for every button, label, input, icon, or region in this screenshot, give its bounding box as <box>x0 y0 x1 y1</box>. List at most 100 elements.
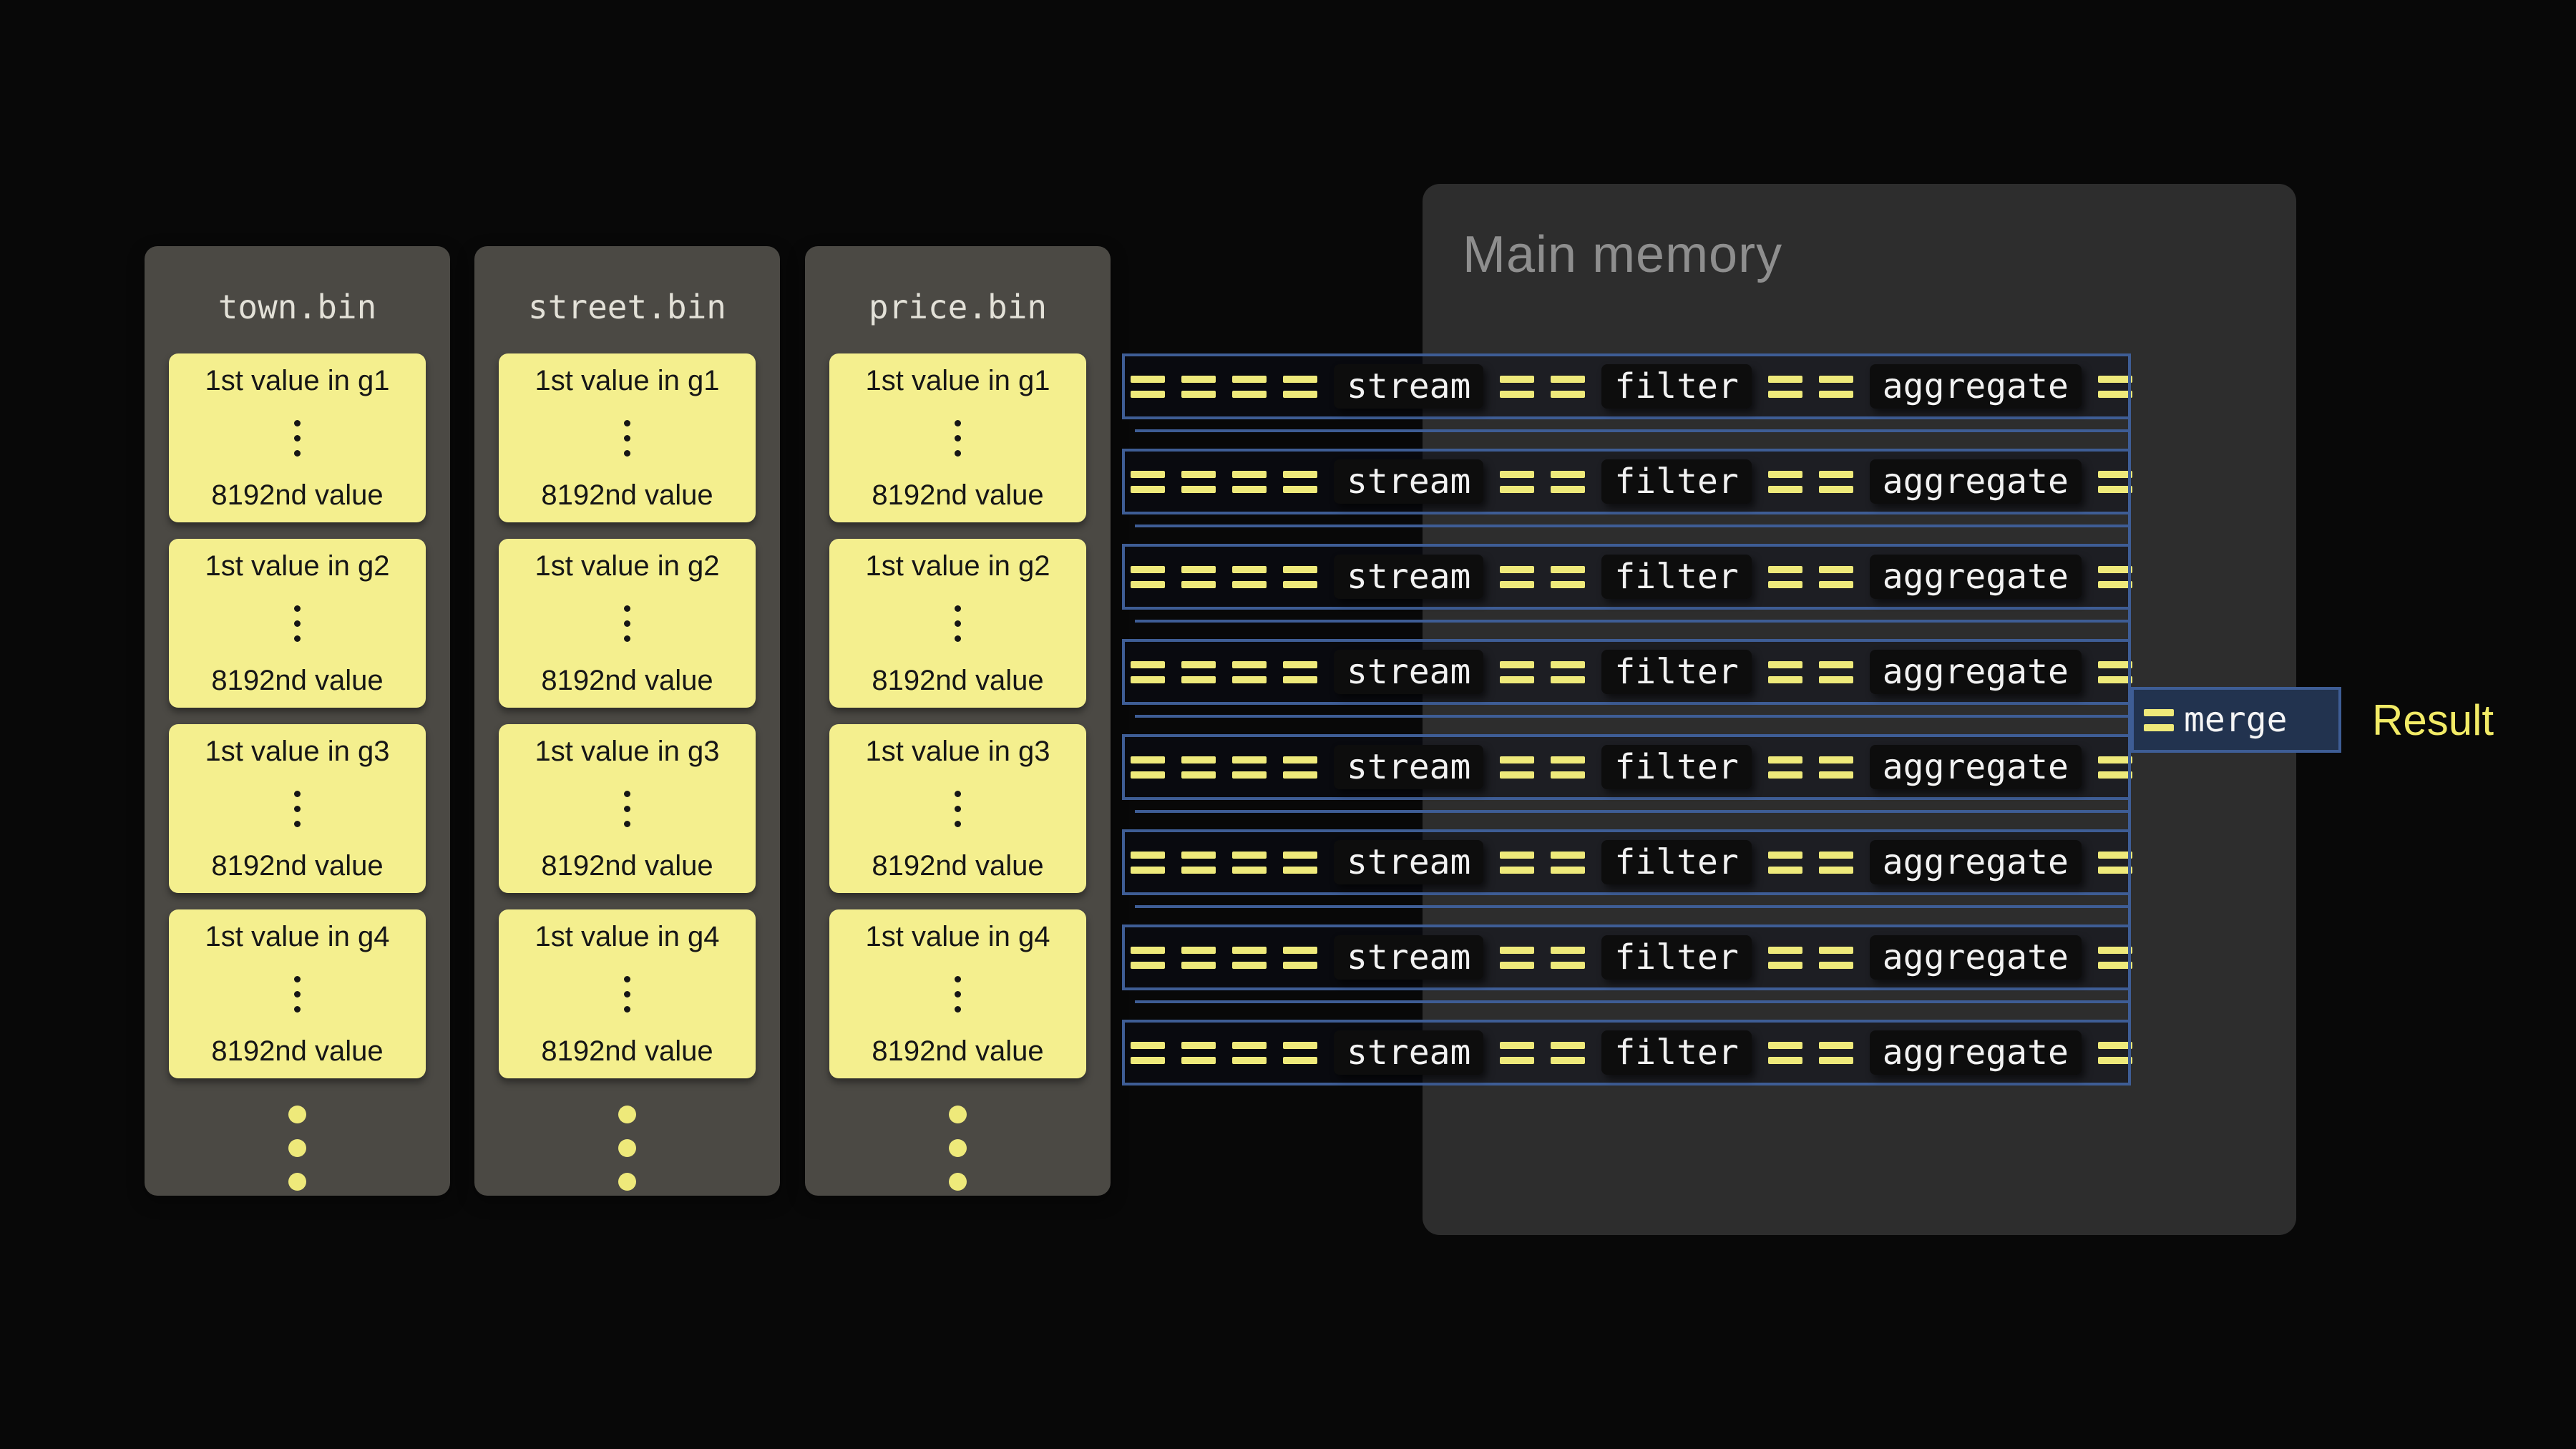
aggregate-stage: aggregate <box>1869 555 2082 599</box>
vertical-ellipsis-icon <box>294 790 301 827</box>
filter-stage: filter <box>1601 1030 1752 1075</box>
group-last-value: 8192nd value <box>541 479 713 511</box>
flow-dash-icon <box>1500 1041 1535 1064</box>
vertical-ellipsis-icon <box>955 975 961 1013</box>
group-last-value: 8192nd value <box>541 665 713 696</box>
group-last-value: 8192nd value <box>872 665 1044 696</box>
flow-dash-icon <box>1181 375 1216 398</box>
more-groups-ellipsis-icon <box>474 1106 780 1191</box>
flow-dash-icon <box>1767 565 1802 588</box>
stream-stage: stream <box>1334 840 1484 884</box>
aggregate-stage: aggregate <box>1869 745 2082 789</box>
file-column-street: street.bin 1st value in g1 8192nd value … <box>474 246 780 1196</box>
flow-dash-icon <box>1232 756 1267 779</box>
group-card-list: 1st value in g1 8192nd value 1st value i… <box>169 353 426 1078</box>
group-card-list: 1st value in g1 8192nd value 1st value i… <box>499 353 756 1078</box>
flow-dash-icon <box>2097 946 2132 969</box>
flow-dash-icon <box>1283 375 1317 398</box>
flow-dash-icon <box>1818 851 1853 874</box>
pipeline-row: stream filter aggregate <box>1122 734 2132 813</box>
group-last-value: 8192nd value <box>211 1035 384 1067</box>
group-last-value: 8192nd value <box>211 850 384 882</box>
flow-dash-icon <box>1181 851 1216 874</box>
aggregate-stage: aggregate <box>1869 364 2082 409</box>
stream-stage: stream <box>1334 364 1484 409</box>
flow-dash-icon <box>1818 375 1853 398</box>
file-column-town: town.bin 1st value in g1 8192nd value 1s… <box>145 246 450 1196</box>
pipeline-row: stream filter aggregate <box>1122 449 2132 527</box>
flow-dash-icon <box>1551 565 1586 588</box>
flow-dash-icon <box>1818 1041 1853 1064</box>
stream-stage: stream <box>1334 745 1484 789</box>
group-first-value: 1st value in g4 <box>865 921 1050 952</box>
flow-dash-icon <box>1181 565 1216 588</box>
flow-dash-icon <box>1551 375 1586 398</box>
flow-dash-icon <box>1500 851 1535 874</box>
value-group-card-g4: 1st value in g4 8192nd value <box>499 909 756 1078</box>
flow-dash-icon <box>1131 375 1165 398</box>
flow-dash-icon <box>1283 946 1317 969</box>
flow-dash-icon <box>1181 660 1216 683</box>
filter-stage: filter <box>1601 555 1752 599</box>
stream-stage: stream <box>1334 1030 1484 1075</box>
flow-dash-icon <box>1232 470 1267 493</box>
group-first-value: 1st value in g2 <box>205 550 390 582</box>
flow-dash-icon <box>1767 660 1802 683</box>
pipeline-row: stream filter aggregate <box>1122 353 2132 432</box>
flow-dash-icon <box>1181 756 1216 779</box>
flow-dash-icon <box>1551 946 1586 969</box>
flow-dash-icon <box>1500 946 1535 969</box>
flow-dash-icon <box>1283 756 1317 779</box>
value-group-card-g1: 1st value in g1 8192nd value <box>499 353 756 522</box>
group-last-value: 8192nd value <box>541 850 713 882</box>
flow-dash-icon <box>1767 375 1802 398</box>
flow-dash-icon <box>1232 851 1267 874</box>
flow-dash-icon <box>2144 708 2174 731</box>
main-memory-title: Main memory <box>1463 226 1783 283</box>
file-column-price: price.bin 1st value in g1 8192nd value 1… <box>805 246 1111 1196</box>
file-title: town.bin <box>218 288 377 326</box>
flow-dash-icon <box>1500 756 1535 779</box>
aggregate-stage: aggregate <box>1869 1030 2082 1075</box>
flow-dash-icon <box>2097 565 2132 588</box>
group-card-list: 1st value in g1 8192nd value 1st value i… <box>829 353 1086 1078</box>
vertical-ellipsis-icon <box>624 419 630 457</box>
flow-dash-icon <box>1232 946 1267 969</box>
flow-dash-icon <box>1181 946 1216 969</box>
flow-dash-icon <box>1551 851 1586 874</box>
vertical-ellipsis-icon <box>294 605 301 642</box>
value-group-card-g2: 1st value in g2 8192nd value <box>829 539 1086 708</box>
flow-dash-icon <box>1551 660 1586 683</box>
pipeline-row: stream filter aggregate <box>1122 639 2132 718</box>
aggregate-stage: aggregate <box>1869 650 2082 694</box>
flow-dash-icon <box>1767 851 1802 874</box>
group-first-value: 1st value in g1 <box>205 365 390 396</box>
flow-dash-icon <box>1232 375 1267 398</box>
pipeline-row: stream filter aggregate <box>1122 924 2132 1003</box>
value-group-card-g2: 1st value in g2 8192nd value <box>499 539 756 708</box>
result-label: Result <box>2372 696 2494 744</box>
flow-dash-icon <box>2097 1041 2132 1064</box>
pipeline-row: stream filter aggregate <box>1122 544 2132 623</box>
flow-dash-icon <box>1500 565 1535 588</box>
aggregate-stage: aggregate <box>1869 840 2082 884</box>
flow-dash-icon <box>1283 851 1317 874</box>
more-groups-ellipsis-icon <box>805 1106 1111 1191</box>
group-first-value: 1st value in g1 <box>535 365 720 396</box>
flow-dash-icon <box>1551 470 1586 493</box>
flow-dash-icon <box>1181 470 1216 493</box>
vertical-ellipsis-icon <box>955 605 961 642</box>
flow-dash-icon <box>2097 375 2132 398</box>
group-last-value: 8192nd value <box>541 1035 713 1067</box>
value-group-card-g4: 1st value in g4 8192nd value <box>169 909 426 1078</box>
flow-dash-icon <box>1818 470 1853 493</box>
file-title: street.bin <box>528 288 726 326</box>
filter-stage: filter <box>1601 364 1752 409</box>
flow-dash-icon <box>1232 660 1267 683</box>
value-group-card-g3: 1st value in g3 8192nd value <box>829 724 1086 893</box>
flow-dash-icon <box>2097 470 2132 493</box>
filter-stage: filter <box>1601 745 1752 789</box>
flow-dash-icon <box>1818 660 1853 683</box>
flow-dash-icon <box>1500 660 1535 683</box>
